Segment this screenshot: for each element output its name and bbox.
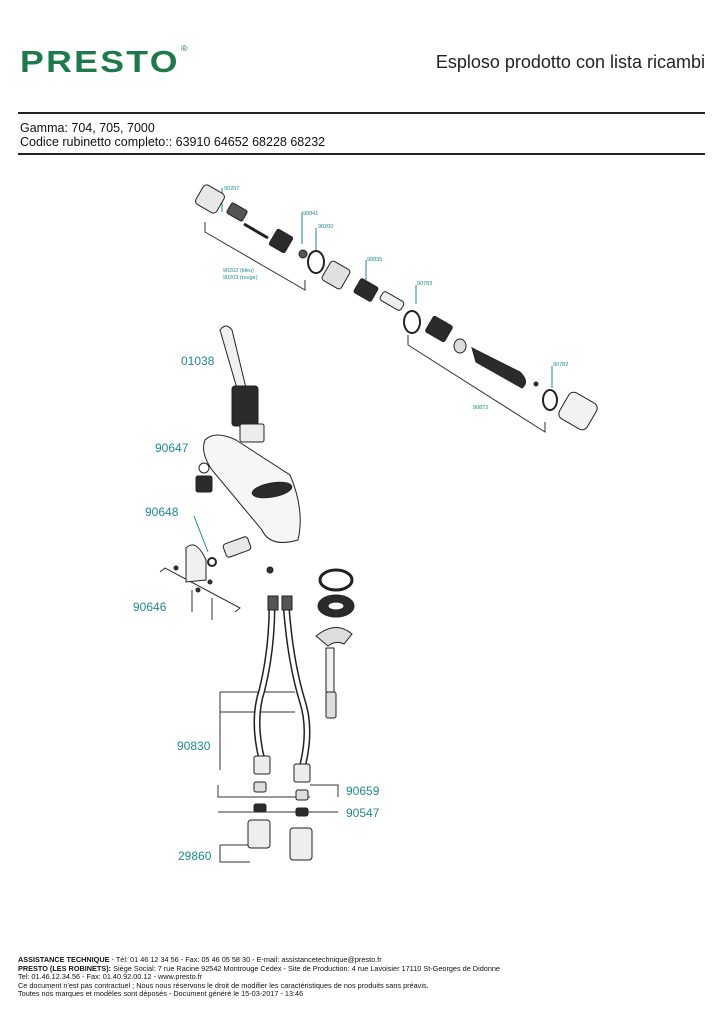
footer-line-1: ASSISTANCE TECHNIQUE - Tél: 01 46 12 34 … [18, 955, 708, 965]
label-90203: 90203 (rouge) [223, 275, 258, 281]
label-90648: 90648 [145, 505, 179, 519]
label-90547: 90547 [346, 806, 380, 820]
footer: ASSISTANCE TECHNIQUE - Tél: 01 46 12 34 … [18, 955, 708, 999]
label-29860: 29860 [178, 849, 212, 863]
footer-line-2: PRESTO (LES ROBINETS): Siège Social: 7 r… [18, 963, 708, 974]
label-90647: 90647 [155, 441, 189, 455]
footer-line-4: Ce document n'est pas contractuel ; Nous… [18, 980, 429, 990]
label-90207: 90207 [224, 186, 239, 192]
label-90659: 90659 [346, 784, 380, 798]
label-90202: 90202 (bleu) [223, 268, 254, 274]
footer-company-title: PRESTO (LES ROBINETS): [18, 963, 112, 973]
presto-logo: PRESTO® [20, 44, 188, 80]
label-90646: 90646 [133, 600, 167, 614]
exploded-view-diagram: 90207 90841 90200 90202 (bleu) 90203 (ro… [133, 184, 598, 863]
label-90872: 90872 [473, 405, 488, 411]
label-90200: 90200 [318, 224, 333, 230]
codice-line: Codice rubinetto completo:: 63910 64652 … [20, 135, 326, 149]
footer-line-5: Toutes nos marques et modèles sont dépos… [18, 989, 304, 999]
document-title: Esploso prodotto con lista ricambi [435, 52, 705, 72]
footer-assistance-title: ASSISTANCE TECHNIQUE [18, 955, 110, 964]
footer-company-address: Siège Social: 7 rue Racine 92542 Montrou… [111, 963, 500, 973]
label-90841: 90841 [303, 211, 318, 217]
brand-name: PRESTO [20, 44, 180, 79]
header-divider [18, 153, 705, 155]
footer-assistance-contact: - Tél: 01 46 12 34 56 - Fax: 05 46 05 58… [109, 955, 382, 964]
registered-mark: ® [180, 44, 188, 53]
label-90782: 90782 [553, 362, 568, 368]
top-divider [18, 112, 705, 114]
label-90835: 90835 [367, 257, 382, 263]
label-90783: 90783 [417, 281, 432, 287]
label-01038: 01038 [181, 354, 215, 368]
label-90830: 90830 [177, 739, 211, 753]
gamma-line: Gamma: 704, 705, 7000 [20, 121, 155, 135]
footer-line-3: Tel: 01.46.12.34.56 - Fax: 01.40.92.00.1… [18, 972, 203, 982]
